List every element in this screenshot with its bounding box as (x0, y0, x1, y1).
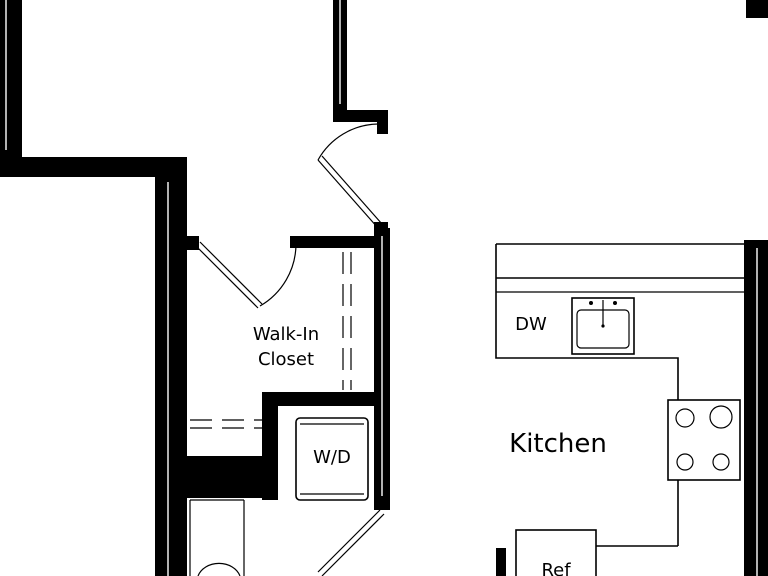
wall-left-long (155, 172, 187, 576)
wall-ref-stub (496, 548, 506, 576)
wall-right-upper (746, 0, 768, 18)
closet-label-line2: Closet (258, 349, 314, 370)
stove (667, 399, 741, 481)
entry-door (317, 123, 388, 232)
kitchen-counter (495, 243, 744, 547)
dishwasher-label: DW (515, 314, 547, 335)
wall-top-mid-return (333, 110, 388, 122)
wall-horizontal-upper (0, 157, 187, 177)
wall-left-upper (0, 0, 22, 162)
wall-door-jamb-top (377, 110, 388, 134)
closet-shelving (190, 252, 352, 429)
walk-in-closet: Walk-In Closet (253, 324, 319, 370)
laundry-door (317, 498, 390, 576)
washer-dryer-label: W/D (313, 447, 351, 468)
refrigerator-label: Ref (541, 560, 571, 576)
kitchen-sink (571, 297, 635, 355)
bath-fixture (189, 499, 245, 576)
refrigerator: Ref (515, 529, 597, 576)
wall-closet-top (290, 236, 390, 248)
wall-right (744, 240, 768, 576)
wall-outlines (5, 0, 758, 576)
washer-dryer: W/D (295, 417, 369, 501)
wall-lower-block (187, 456, 278, 498)
kitchen-label: Kitchen (509, 429, 607, 459)
closet-label-line1: Walk-In (253, 324, 319, 345)
wall-laundry-top (262, 392, 390, 406)
closet-door (195, 241, 297, 309)
